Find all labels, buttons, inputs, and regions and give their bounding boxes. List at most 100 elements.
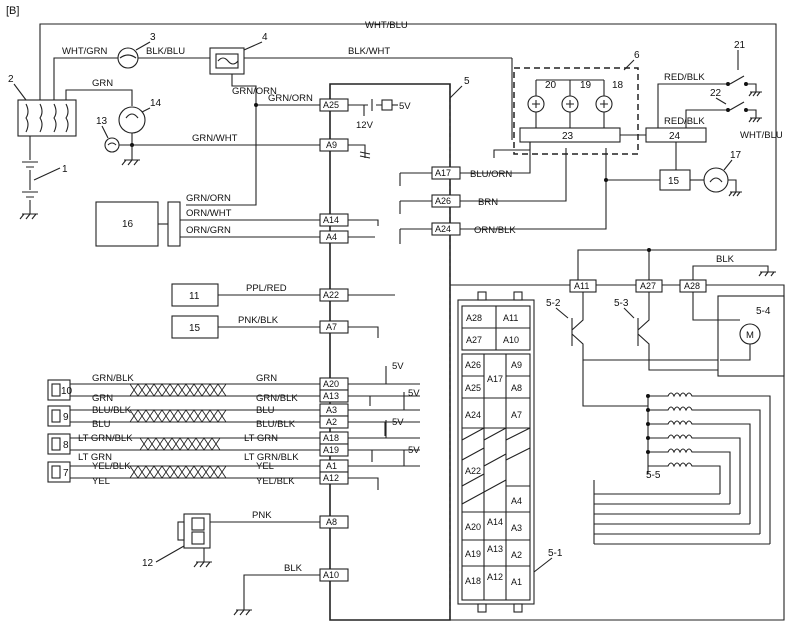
callout-5-1: 5-1 (548, 548, 563, 559)
label-orn-grn: ORN/GRN (186, 225, 231, 236)
svg-text:A17: A17 (487, 374, 503, 384)
label-grn-blk-r: GRN/BLK (256, 393, 298, 404)
label-yel: YEL (92, 476, 110, 487)
label-pnk: PNK (252, 510, 272, 521)
label-lt-grn: LT GRN (78, 452, 112, 463)
svg-text:A1: A1 (511, 577, 522, 587)
callout-4: 4 (262, 32, 268, 43)
svg-text:A24: A24 (435, 224, 451, 234)
fuse-symbol (25, 103, 29, 133)
label-lt-grn-blk: LT GRN/BLK (78, 433, 133, 444)
ecm-left-section (329, 83, 451, 621)
callout-22: 22 (710, 88, 722, 99)
ecm-pins-right: A17 A26 A24 (431, 166, 461, 236)
label-orn-wht: ORN/WHT (186, 208, 232, 219)
transistor-5-2 (571, 292, 720, 361)
connector-face-pins: A26 A25 A24 A22 A20 A19 A18 A17 A14 A13 … (465, 360, 522, 587)
svg-text:15: 15 (668, 176, 680, 187)
label-wht-blu-right: WHT/BLU (740, 130, 783, 141)
label-5v-3: 5V (392, 417, 404, 428)
svg-text:A25: A25 (323, 100, 339, 110)
svg-text:A20: A20 (465, 522, 481, 532)
callout-16: 16 (122, 219, 134, 230)
meter-cluster-6 (513, 67, 639, 155)
fuse-symbol (65, 103, 69, 133)
svg-text:A13: A13 (323, 391, 339, 401)
svg-text:A4: A4 (511, 496, 522, 506)
svg-text:A26: A26 (435, 196, 451, 206)
ecm-pins-output: A11 A27 A28 (569, 279, 707, 293)
label-yel-blk: YEL/BLK (92, 461, 131, 472)
callout-5-4: 5-4 (756, 306, 771, 317)
wire-wht-blu (39, 23, 777, 280)
ignition-switch-3 (117, 47, 139, 69)
callout-5: 5 (464, 76, 470, 87)
callout-15: 15 (189, 323, 201, 334)
svg-text:A3: A3 (326, 405, 337, 415)
svg-text:A10: A10 (503, 335, 519, 345)
label-orn-blk: ORN/BLK (474, 225, 516, 236)
label-blu-blk-r: BLU/BLK (256, 419, 296, 430)
svg-text:24: 24 (669, 131, 681, 142)
diagram-header: [B] (6, 5, 19, 17)
label-grn-r: GRN (256, 373, 277, 384)
svg-text:A7: A7 (326, 322, 337, 332)
ground-icon (728, 179, 742, 197)
fuse-symbol (39, 103, 43, 133)
label-lt-grn-r: LT GRN (244, 433, 278, 444)
ground-icon (233, 609, 252, 616)
label-pnk-blk: PNK/BLK (238, 315, 279, 326)
svg-text:A12: A12 (323, 473, 339, 483)
svg-text:A9: A9 (511, 360, 522, 370)
svg-text:23: 23 (562, 131, 574, 142)
svg-text:A18: A18 (323, 433, 339, 443)
twisted-pair-marks (129, 383, 227, 479)
svg-text:A22: A22 (323, 290, 339, 300)
svg-text:A7: A7 (511, 410, 522, 420)
label-5v-1: 5V (392, 361, 404, 372)
svg-text:A19: A19 (323, 445, 339, 455)
label-grn-orn-a25: GRN/ORN (268, 93, 313, 104)
svg-text:A14: A14 (323, 215, 339, 225)
callout-20: 20 (545, 80, 557, 91)
label-blu-orn: BLU/ORN (470, 169, 512, 180)
svg-text:A3: A3 (511, 523, 522, 533)
label-blu-r: BLU (256, 405, 275, 416)
label-blu-blk: BLU/BLK (92, 405, 132, 416)
svg-text:A10: A10 (323, 570, 339, 580)
ground-icon (748, 83, 762, 97)
svg-text:A11: A11 (503, 313, 518, 323)
label-yel-blk-r: YEL/BLK (256, 476, 295, 487)
label-red-blk-1: RED/BLK (664, 72, 705, 83)
transistor-5-3 (637, 292, 720, 371)
label-5v-2: 5V (408, 388, 420, 399)
svg-text:A25: A25 (465, 383, 481, 393)
callout-18: 18 (612, 80, 624, 91)
ground-icon (748, 109, 762, 123)
callout-11: 11 (189, 291, 200, 302)
label-yel-r: YEL (256, 461, 274, 472)
callout-5-3: 5-3 (614, 298, 629, 309)
svg-text:A17: A17 (435, 168, 451, 178)
label-wht-blu: WHT/BLU (365, 20, 408, 31)
svg-text:A20: A20 (323, 379, 339, 389)
callout-2: 2 (8, 74, 14, 85)
sensor-17 (703, 167, 729, 193)
svg-text:A27: A27 (640, 281, 656, 291)
callout-3: 3 (150, 32, 156, 43)
svg-text:A8: A8 (511, 383, 522, 393)
ecm-right-section (450, 284, 785, 621)
svg-text:A28: A28 (684, 281, 700, 291)
svg-text:A14: A14 (487, 517, 503, 527)
label-blu: BLU (92, 419, 111, 430)
label-grn-wht: GRN/WHT (192, 133, 238, 144)
label-blk-wht: BLK/WHT (348, 46, 390, 57)
label-blk-blu: BLK/BLU (146, 46, 185, 57)
ecm-pins-left: A25 A9 A14 A4 A22 A7 A20 A13 A3 A2 A18 A… (319, 98, 349, 582)
sensor-10: 10 (47, 379, 73, 401)
svg-text:A22: A22 (465, 466, 481, 476)
callout-6: 6 (634, 50, 640, 61)
svg-text:A8: A8 (326, 517, 337, 527)
label-grn-s10: GRN (92, 393, 113, 404)
